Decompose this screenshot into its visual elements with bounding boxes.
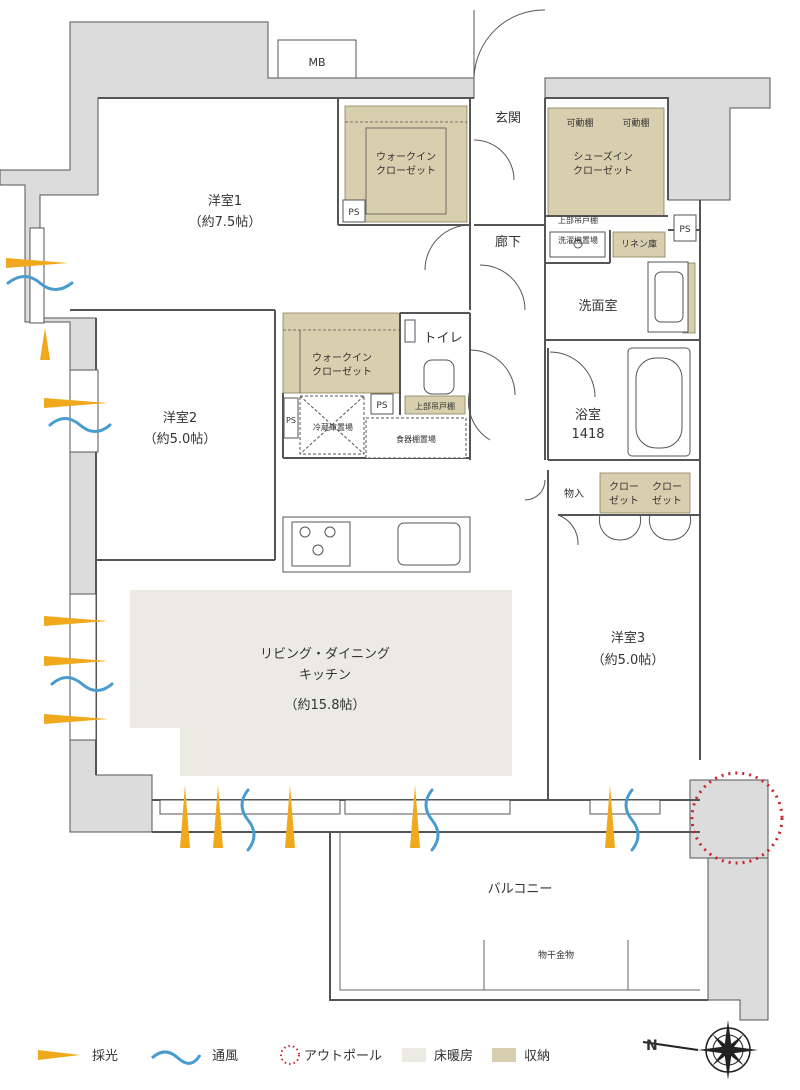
shoes-line2: クローゼット <box>573 165 633 177</box>
room3-name: 洋室3 <box>611 630 645 646</box>
ventilation-markers <box>6 275 640 852</box>
room3-size: （約5.0帖） <box>592 653 665 668</box>
legend-storage-label: 収納 <box>524 1049 550 1064</box>
ps-label-3: PS <box>376 401 387 411</box>
wic2-line1: ウォークイン <box>312 352 372 364</box>
washer-space-box <box>549 231 606 258</box>
legend-daylight-swatch <box>38 1050 80 1060</box>
ldk-name-line1: リビング・ダイニング <box>260 647 390 662</box>
legend-outpole-swatch <box>280 1045 300 1065</box>
wic1-line2: クローゼット <box>376 165 436 177</box>
room1-name: 洋室1 <box>208 193 242 209</box>
closet-a-line1: クロー <box>609 481 639 493</box>
door-swings <box>424 9 692 546</box>
hallway-label: 廊下 <box>495 234 521 250</box>
daylight-markers <box>6 258 615 848</box>
washer-space-label: 洗濯機置場 <box>558 235 598 245</box>
upper-cabinet-wash: 上部吊戸棚 <box>558 215 598 225</box>
bathtub <box>627 347 691 457</box>
bathroom-size: 1418 <box>571 427 604 442</box>
ps-boxes <box>283 199 697 439</box>
legend-outpole-label: アウトポール <box>304 1049 382 1064</box>
ldk-size: （約15.8帖） <box>285 698 366 713</box>
compass-north-label: N <box>646 1038 658 1054</box>
bathroom-name: 浴室 <box>575 407 601 423</box>
room2-name: 洋室2 <box>163 410 197 426</box>
closet-a-line2: ゼット <box>609 495 639 507</box>
mb-label: MB <box>308 56 325 69</box>
mb-box <box>277 39 357 79</box>
drying-rack-label: 物干金物 <box>538 949 574 961</box>
washbasin <box>647 261 689 333</box>
wic2-shelves <box>283 329 400 393</box>
closet-b-line2: ゼット <box>652 495 682 507</box>
wic1-shelves <box>345 121 467 215</box>
ps-label-1: PS <box>348 208 359 218</box>
washroom-label: 洗面室 <box>578 298 617 314</box>
legend-floor-heating-label: 床暖房 <box>434 1048 473 1064</box>
wic2-line2: クローゼット <box>312 366 372 378</box>
closets-area <box>599 472 691 514</box>
kitchen-counter <box>282 516 471 573</box>
outpole-marker <box>690 771 784 865</box>
floor-heating-ldk <box>130 590 512 776</box>
wic1-line1: ウォークイン <box>376 151 436 163</box>
legend-floor-heating-swatch <box>402 1048 426 1062</box>
kitchen-appliance-spaces <box>299 395 467 459</box>
upper-cabinet-toilet-area <box>404 395 466 415</box>
cupboard-space-label: 食器棚置場 <box>396 434 436 444</box>
wic2-area <box>282 312 401 394</box>
fridge-space-label: 冷蔵庫置場 <box>313 422 353 432</box>
room2-size: （約5.0帖） <box>144 432 217 447</box>
upper-cabinet-toilet: 上部吊戸棚 <box>415 401 455 411</box>
legend-storage-swatch <box>492 1048 516 1062</box>
shoes-line1: シューズイン <box>573 150 633 163</box>
ldk-name-line2: キッチン <box>299 668 351 683</box>
balcony-parapet <box>339 832 700 991</box>
toilet-fixture <box>404 319 455 395</box>
linen-area <box>612 231 666 258</box>
legend-ventilation-swatch <box>150 1050 202 1065</box>
closet-b-line1: クロー <box>652 481 682 493</box>
windows <box>29 227 661 815</box>
balcony-label: バルコニー <box>488 882 553 897</box>
ps-label-4: PS <box>679 225 690 235</box>
pantry-label: 物入 <box>564 487 584 500</box>
room1-size: （約7.5帖） <box>189 215 262 230</box>
toilet-label: トイレ <box>423 331 462 346</box>
compass-icon <box>642 1020 758 1080</box>
entrance-label: 玄関 <box>495 111 521 126</box>
legend-daylight-label: 採光 <box>92 1049 118 1064</box>
ps-label-2: PS <box>286 416 296 425</box>
movable-shelf-2: 可動棚 <box>622 117 649 129</box>
linen-label: リネン庫 <box>621 238 657 250</box>
legend: 採光 通風 アウトポール 床暖房 収納 <box>38 1045 550 1065</box>
legend-ventilation-label: 通風 <box>212 1049 238 1064</box>
movable-shelf-1: 可動棚 <box>566 117 593 129</box>
